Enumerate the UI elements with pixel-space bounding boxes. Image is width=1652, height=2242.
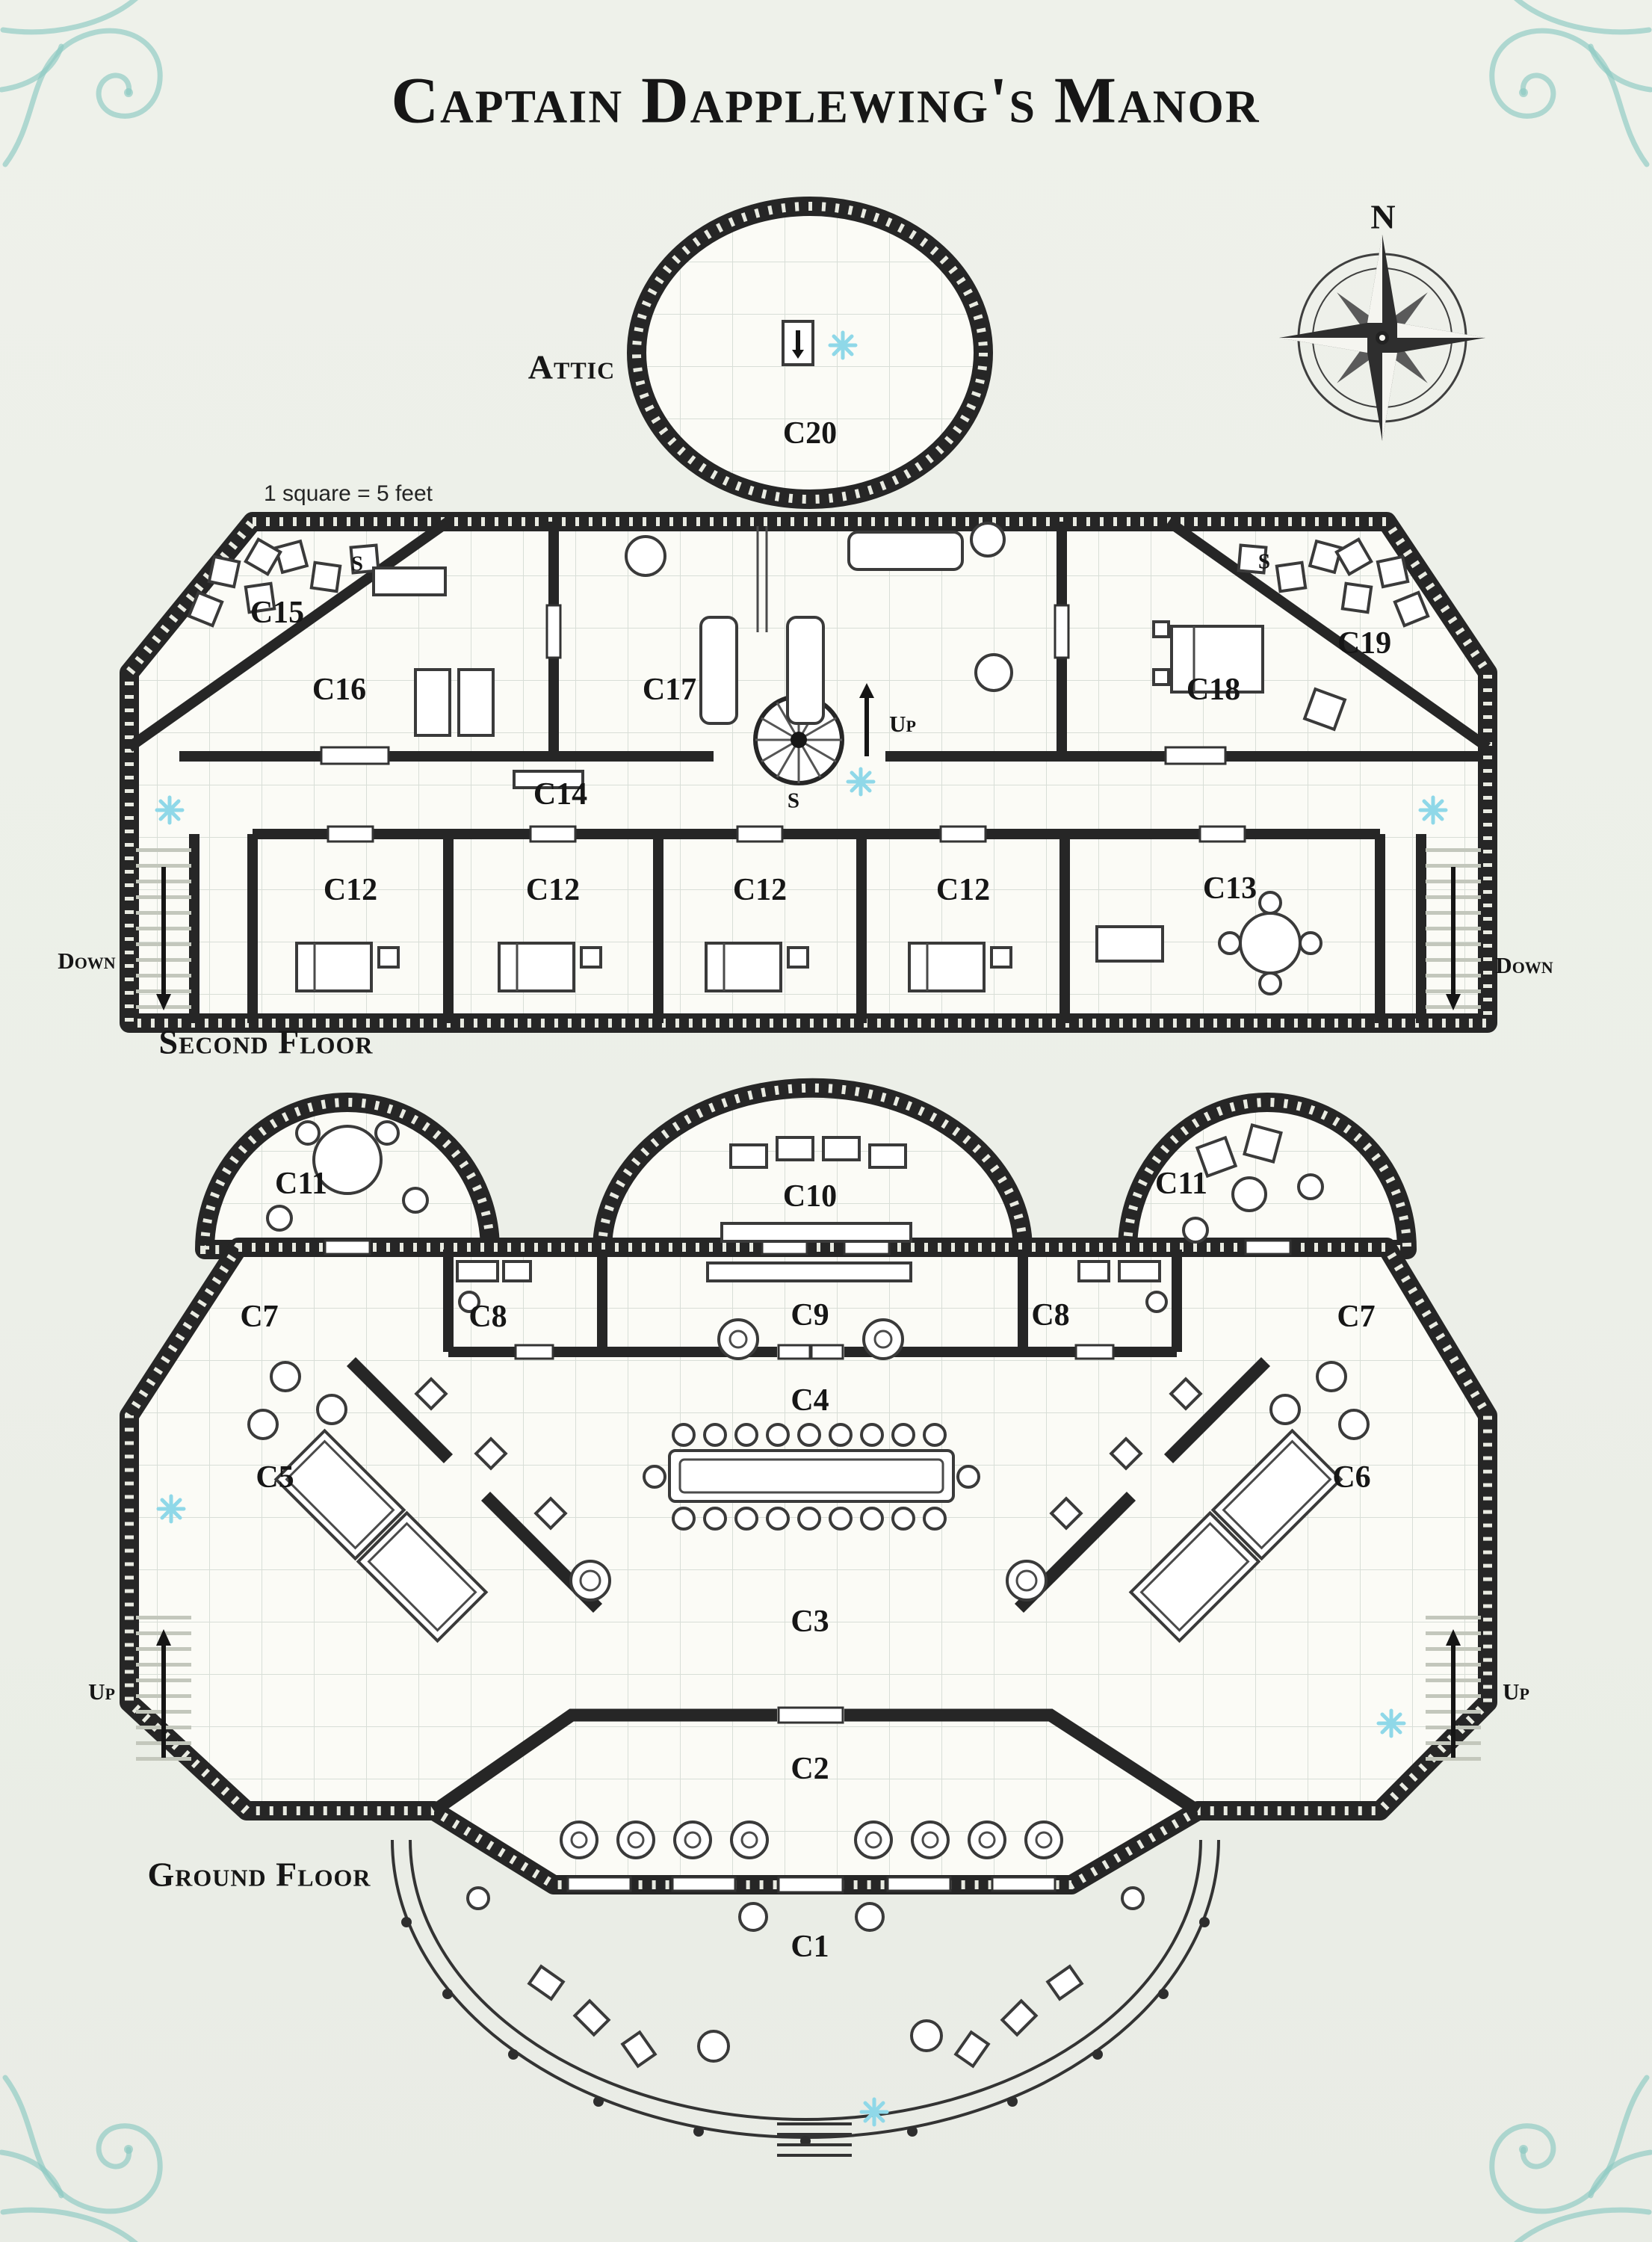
room-label-c9: C9 <box>791 1298 829 1332</box>
room-label-c11: C11 <box>274 1167 328 1201</box>
room-label-c8: C8 <box>468 1300 507 1334</box>
ground-floor-label: Ground Floor <box>147 1855 371 1894</box>
trophy-gallery-c6 <box>1049 1377 1343 1643</box>
room-label-c8: C8 <box>1031 1298 1070 1332</box>
stair-down-marker: Down <box>1495 952 1553 978</box>
room-label-c6: C6 <box>1332 1460 1371 1495</box>
room-label-c13: C13 <box>1202 871 1257 906</box>
scale-note: 1 square = 5 feet <box>264 481 433 506</box>
stair-up-marker: Up <box>1503 1679 1529 1705</box>
room-label-c12: C12 <box>732 873 788 907</box>
snowflake-icon <box>157 797 182 823</box>
furniture-c13 <box>1095 891 1322 995</box>
stairs-up-left <box>136 1616 191 1773</box>
furniture-c7-left <box>247 1361 347 1440</box>
compass-north-label: N <box>1370 197 1396 236</box>
furniture-c10 <box>720 1136 912 1243</box>
attic-floorplan <box>637 206 983 499</box>
furniture-c1 <box>466 1886 1145 2069</box>
porch-deck <box>391 1839 1220 2157</box>
stairs-up-right <box>1426 1616 1481 1773</box>
room-label-c2: C2 <box>791 1752 829 1786</box>
room-label-c1: C1 <box>791 1930 829 1964</box>
room-label-c14: C14 <box>533 777 588 812</box>
room-label-c16: C16 <box>312 673 367 707</box>
furniture-c7-right <box>1269 1361 1370 1440</box>
room-label-c19: C19 <box>1337 626 1392 661</box>
furniture-c16 <box>372 566 495 737</box>
snowflake-icon <box>830 333 856 358</box>
bottom-wall-windows <box>566 1876 1057 1892</box>
crates-c15 <box>187 537 380 628</box>
compass-rose <box>1279 235 1485 441</box>
secret-door-marker: S <box>787 788 800 813</box>
corner-flourish-top-left <box>0 0 163 167</box>
room-label-c11: C11 <box>1154 1167 1208 1201</box>
room-label-c10: C10 <box>782 1179 838 1214</box>
dining-table <box>643 1423 980 1531</box>
room-label-c7: C7 <box>1337 1300 1376 1334</box>
second-floor-label: Second Floor <box>158 1022 374 1061</box>
stair-up-marker: Up <box>889 711 916 737</box>
room-label-c12: C12 <box>323 873 378 907</box>
furniture-c11-right <box>1182 1123 1324 1244</box>
corner-flourish-bottom-right <box>1489 2075 1652 2242</box>
second-floor-plan <box>129 522 1488 1023</box>
furniture-c8-left <box>456 1260 532 1313</box>
snowflake-icon <box>158 1496 184 1522</box>
stairs-down-left <box>136 848 191 1016</box>
room-label-c12: C12 <box>525 873 581 907</box>
corridor-console-table <box>513 770 584 789</box>
room-label-c12: C12 <box>935 873 991 907</box>
furniture-c8-right <box>1077 1260 1168 1313</box>
furniture-c18 <box>1152 620 1347 732</box>
corner-flourish-top-right <box>1489 0 1652 167</box>
attic-floor-label: Attic <box>528 348 616 386</box>
snowflake-icon <box>848 769 873 794</box>
furniture-c12-rooms <box>295 942 1012 992</box>
snowflake-icon <box>1420 797 1446 823</box>
furniture-c17 <box>625 522 1013 725</box>
secret-door-marker: S <box>1257 549 1271 574</box>
room-label-c17: C17 <box>642 673 697 707</box>
room-label-c5: C5 <box>256 1460 294 1495</box>
corner-flourish-bottom-left <box>0 2075 163 2242</box>
trophy-gallery-c5 <box>273 1377 568 1643</box>
statue-row <box>560 1821 1063 1859</box>
stair-down-marker: Down <box>58 948 116 974</box>
room-label-c18: C18 <box>1186 673 1241 707</box>
page-title: Captain Dapplewing's Manor <box>391 64 1260 138</box>
snowflake-icon <box>1379 1711 1404 1736</box>
room-label-c15: C15 <box>250 596 305 630</box>
crates-c19 <box>1237 537 1430 628</box>
room-label-c20: C20 <box>782 416 838 451</box>
stairs-down-right <box>1426 848 1481 1016</box>
furniture-c9 <box>706 1261 912 1360</box>
furniture-c11-left <box>266 1120 429 1232</box>
room-label-c7: C7 <box>240 1300 279 1334</box>
ground-floor-plan <box>129 1088 1488 2157</box>
room-label-c4: C4 <box>791 1383 829 1418</box>
floor-medallions <box>569 1560 1048 1602</box>
second-floor-doors <box>320 604 1246 843</box>
attic-shrine <box>782 320 814 366</box>
secret-door-marker: S <box>350 552 364 576</box>
stair-up-marker: Up <box>88 1679 115 1705</box>
snowflake-icon <box>861 2099 887 2125</box>
room-label-c3: C3 <box>791 1605 829 1639</box>
